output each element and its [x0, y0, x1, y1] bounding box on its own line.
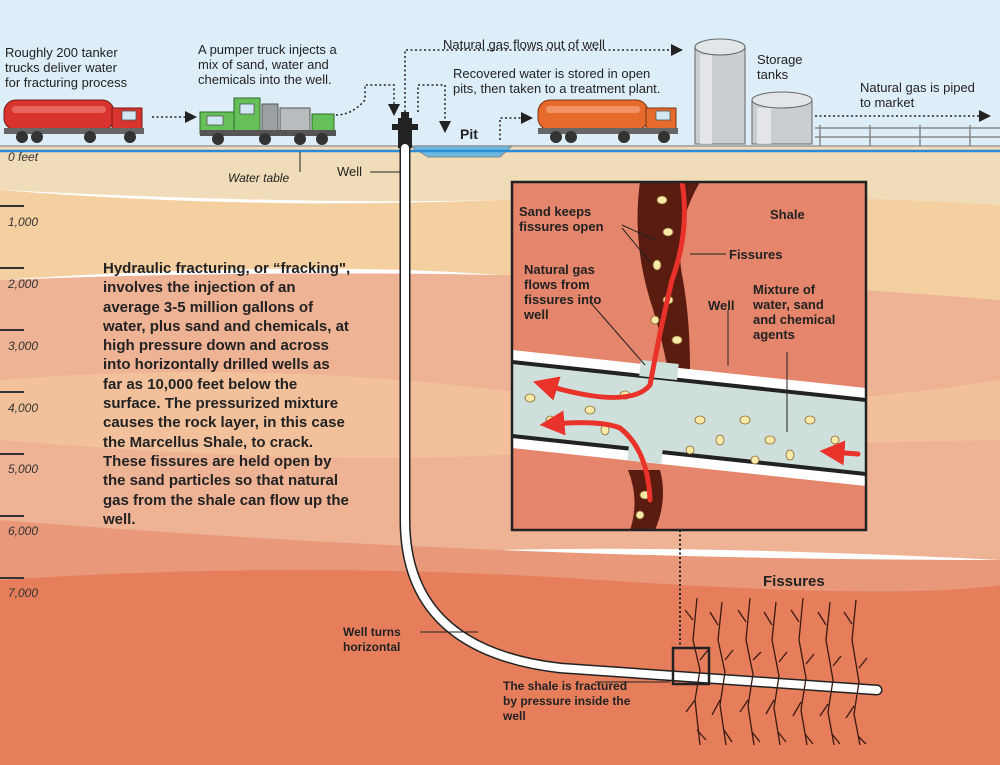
pumper-truck-label: A pumper truck injects a mix of sand, wa…	[198, 42, 337, 87]
depth-label-7000: 7,000	[8, 586, 39, 600]
inset-mixture-label: Mixture of water, sand and chemical agen…	[753, 282, 836, 342]
water-to-pit-arrow	[417, 84, 451, 133]
inset-shale-label: Shale	[770, 207, 805, 222]
depth-label-3000: 3,000	[8, 339, 39, 353]
well-bore-inner	[401, 144, 881, 694]
depth-label-1000: 1,000	[8, 215, 39, 229]
fissure-sketches	[684, 597, 868, 746]
gas-flow-arrows	[533, 182, 861, 503]
injection-hose	[335, 84, 400, 116]
inset-detail	[510, 180, 868, 532]
piped-to-market-label: Natural gas is piped to market	[860, 80, 975, 110]
tanker-truck	[3, 99, 144, 143]
inset-fissures-label: Fissures	[729, 247, 783, 262]
well-turns-label: Well turns horizontal	[343, 625, 401, 654]
storage-tanks	[694, 38, 813, 145]
pumper-truck	[199, 97, 336, 145]
pit-to-truck-arrow	[499, 112, 533, 140]
depth-label-4000: 4,000	[8, 401, 39, 415]
pit-label: Pit	[460, 126, 478, 142]
depth-ticks	[0, 205, 24, 579]
detail-box	[671, 646, 711, 686]
water-removal-truck	[537, 99, 678, 143]
depth-label-2000: 2,000	[8, 277, 39, 291]
water-table-label: Water table	[228, 171, 290, 185]
gas-flows-out-label: Natural gas flows out of well	[443, 37, 605, 52]
tanker-trucks-label: Roughly 200 tanker trucks deliver water …	[5, 45, 128, 90]
storage-tanks-label: Storage tanks	[757, 52, 803, 82]
layer-shale-deep	[0, 570, 1000, 765]
fence	[815, 125, 1000, 146]
inset-gas-flows-label: Natural gas flows from fissures into wel…	[524, 262, 602, 322]
inset-fissure	[637, 182, 700, 370]
depth-label-5000: 5,000	[8, 462, 39, 476]
depth-label-0: 0 feet	[8, 150, 39, 164]
fissures-bottom-label: Fissures	[763, 573, 825, 590]
depth-label-6000: 6,000	[8, 524, 39, 538]
main-description: Hydraulic fracturing, or “fracking", inv…	[103, 259, 353, 529]
inset-sand-keeps-label: Sand keeps fissures open	[519, 204, 604, 234]
description-emphasis: 10,000	[147, 375, 194, 393]
recovered-water-label: Recovered water is stored in open pits, …	[453, 66, 661, 96]
description-part2: feet below the surface. The pressurized …	[103, 375, 349, 528]
inset-well-label: Well	[708, 298, 735, 313]
shale-fractured-label: The shale is fractured by pressure insid…	[503, 679, 631, 723]
wellhead	[392, 112, 418, 148]
sand-grains	[524, 195, 840, 520]
description-part1: Hydraulic fracturing, or “fracking", inv…	[103, 260, 351, 393]
well-label: Well	[337, 164, 363, 179]
